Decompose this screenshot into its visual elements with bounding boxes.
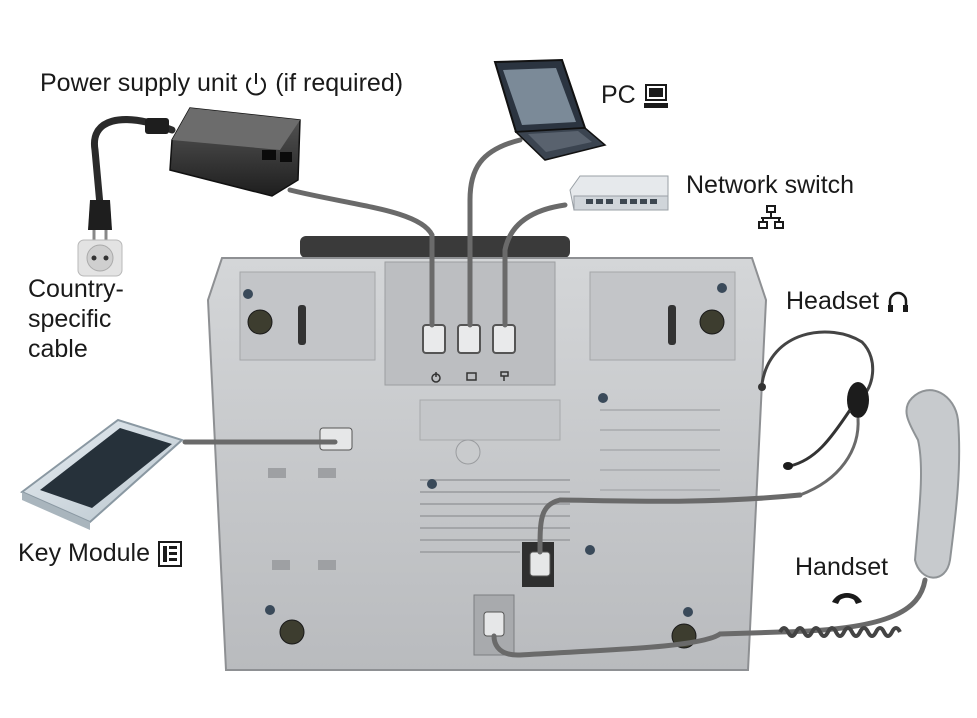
cord-plug-head bbox=[145, 118, 169, 134]
switch-ports bbox=[586, 199, 657, 204]
laptop-pc bbox=[493, 58, 607, 161]
power-supply-label: Power supply unit (if required) bbox=[40, 68, 403, 98]
key-module-display bbox=[40, 428, 172, 508]
handset-label: Handset bbox=[795, 552, 888, 582]
handset-device bbox=[905, 389, 961, 579]
headset-jack bbox=[529, 551, 551, 577]
key-module-edge bbox=[22, 492, 90, 530]
slot bbox=[318, 468, 336, 478]
handset-jack bbox=[483, 611, 505, 637]
screw-hole bbox=[265, 605, 275, 615]
psu-socket bbox=[262, 150, 276, 160]
wall-socket bbox=[77, 239, 123, 277]
key-module-text: Key Module bbox=[18, 539, 151, 567]
slot bbox=[268, 468, 286, 478]
screw-hole bbox=[717, 283, 727, 293]
pc-cable bbox=[467, 137, 523, 328]
power-icon bbox=[246, 73, 267, 96]
jack-lan bbox=[492, 324, 516, 354]
handset-body bbox=[905, 389, 961, 579]
psu-top bbox=[172, 108, 300, 150]
jack-icons bbox=[431, 371, 509, 383]
country-cable-line2: specific bbox=[28, 305, 112, 333]
phone-base bbox=[206, 236, 768, 671]
right-upper-panel bbox=[589, 271, 736, 361]
laptop-screen bbox=[503, 68, 576, 125]
wall-plug bbox=[88, 200, 112, 230]
psu-socket bbox=[280, 152, 292, 162]
label-area bbox=[419, 399, 561, 441]
headset-device bbox=[758, 330, 875, 497]
network-switch-text: Network switch bbox=[686, 171, 855, 199]
left-upper-panel bbox=[239, 271, 376, 361]
screw-hole bbox=[427, 479, 437, 489]
key-module-icon bbox=[157, 541, 182, 568]
key-module-jack bbox=[319, 427, 353, 451]
right-rib-grid bbox=[600, 409, 720, 491]
screw-hole bbox=[598, 393, 608, 403]
handset-cord bbox=[491, 577, 928, 658]
screw-hole bbox=[585, 545, 595, 555]
earpiece bbox=[847, 382, 869, 418]
headset-lead bbox=[799, 417, 860, 497]
jack-pc bbox=[457, 324, 481, 354]
rubber-foot bbox=[247, 309, 273, 335]
slot bbox=[272, 560, 290, 570]
jack-power bbox=[422, 324, 446, 354]
screw-hole bbox=[243, 289, 253, 299]
screw-hole bbox=[683, 607, 693, 617]
phone-body bbox=[206, 257, 768, 671]
headband bbox=[760, 330, 875, 398]
headset-text: Headset bbox=[786, 287, 880, 315]
power-cable bbox=[287, 187, 435, 328]
key-module-device bbox=[20, 418, 184, 530]
country-cable-line3: cable bbox=[28, 335, 88, 363]
cables bbox=[182, 137, 928, 658]
pc-label: PC bbox=[601, 80, 669, 110]
laptop-keyboard bbox=[528, 131, 592, 152]
rubber-foot bbox=[279, 619, 305, 645]
country-cable-label: Country- specific cable bbox=[28, 274, 158, 364]
slot bbox=[318, 560, 336, 570]
mic-tip bbox=[783, 462, 793, 470]
rj-jacks bbox=[422, 324, 516, 354]
power-supply-text: Power supply unit bbox=[40, 69, 238, 97]
country-cable-line1: Country- bbox=[28, 275, 124, 303]
wall-mount-slot bbox=[668, 305, 676, 345]
pc-icon bbox=[643, 84, 668, 109]
handset-text: Handset bbox=[795, 553, 889, 581]
power-supply-unit bbox=[88, 107, 301, 244]
network-switch-device bbox=[569, 175, 669, 211]
network-icon bbox=[758, 205, 784, 229]
network-switch-label: Network switch bbox=[686, 170, 854, 200]
headband-pad bbox=[758, 383, 766, 391]
headset-cable bbox=[537, 492, 803, 555]
key-module-label: Key Module bbox=[18, 538, 183, 568]
rubber-foot bbox=[699, 309, 725, 335]
handset-icon bbox=[832, 593, 862, 604]
pc-text: PC bbox=[601, 81, 636, 109]
wall-mount-slot bbox=[298, 305, 306, 345]
handset-coil bbox=[778, 626, 902, 638]
power-supply-note: (if required) bbox=[275, 69, 404, 97]
switch-cable bbox=[502, 202, 568, 328]
headset-icon bbox=[888, 292, 909, 313]
boom-mic bbox=[789, 409, 852, 468]
center-boss bbox=[455, 439, 481, 465]
headset-label: Headset bbox=[786, 286, 910, 316]
phone-top-edge bbox=[300, 236, 570, 258]
